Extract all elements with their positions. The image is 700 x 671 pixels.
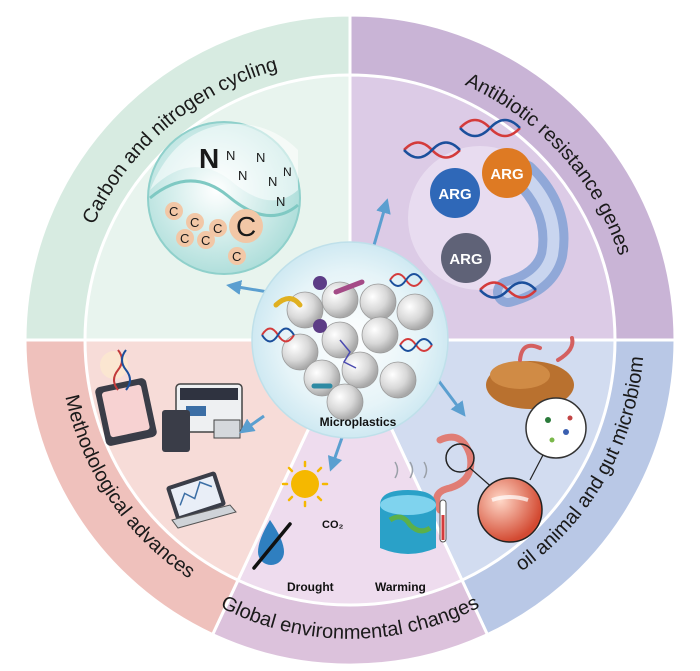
arrow-to-antibiotic — [370, 198, 391, 253]
virus-icon — [313, 276, 327, 290]
arg-label: ARG — [438, 186, 471, 203]
earthworm-icon — [433, 433, 475, 514]
arg-icon: ARG ARG ARG — [403, 118, 569, 307]
tablet-dna-icon — [95, 349, 157, 446]
sun-icon — [281, 460, 329, 508]
small-n-letter: N — [268, 174, 277, 189]
microbe-zoom-circle — [525, 397, 587, 459]
microplastic-particle — [321, 281, 359, 319]
microplastic-particle — [396, 293, 434, 331]
arrow-to-methodological — [239, 414, 265, 434]
small-c-letter: C — [232, 249, 241, 264]
small-c-letter: C — [201, 233, 210, 248]
lab-instrument-icon — [162, 383, 243, 452]
arg-circle-orange — [482, 148, 532, 198]
microplastic-particle — [326, 383, 364, 421]
small-n-letter: N — [256, 150, 265, 165]
co2-label: CO₂ — [322, 519, 344, 531]
small-c-letter: C — [213, 221, 222, 236]
arrow-to-carbon-nitrogen — [226, 280, 269, 295]
small-c-letter: C — [190, 215, 199, 230]
dna-helix-icon — [261, 273, 433, 352]
arg-circle-blue — [430, 168, 480, 218]
small-c-letter: C — [169, 204, 178, 219]
virus-icon — [313, 319, 327, 333]
center-label: Microplastics — [320, 415, 397, 429]
microplastic-particle — [379, 361, 417, 399]
microplastic-particle — [341, 351, 379, 389]
worm-icon — [518, 343, 542, 362]
carbon-circles — [165, 202, 263, 265]
water-drop-icon — [252, 520, 292, 570]
bacteria-icon — [333, 279, 365, 295]
arg-label: ARG — [449, 251, 482, 268]
arrow-to-soil-animal — [436, 379, 466, 417]
warming-label: Warming — [375, 580, 426, 594]
gut-cross-section — [477, 477, 543, 543]
small-c-letter: C — [180, 231, 189, 246]
microplastic-particle — [281, 333, 319, 371]
arg-label: ARG — [490, 166, 523, 183]
big-c-letter: C — [236, 211, 256, 242]
big-n-letter: N — [199, 143, 219, 174]
microplastic-particle — [359, 283, 397, 321]
soil-animal-icon — [433, 336, 587, 543]
small-n-letter: N — [226, 148, 235, 163]
small-n-letter: N — [238, 168, 247, 183]
microplastic-particle — [361, 316, 399, 354]
dna-helix-icon — [403, 118, 537, 299]
melting-globe-icon — [380, 461, 447, 554]
drought-label: Drought — [287, 580, 334, 594]
small-n-letter: N — [276, 194, 285, 209]
microplastics-center: Microplastics — [251, 241, 449, 439]
arg-circle-gray — [441, 233, 491, 283]
laptop-icon — [166, 471, 237, 529]
methodological-icons — [95, 349, 243, 529]
small-n-letter: N — [283, 165, 292, 179]
worm-icon — [556, 336, 575, 362]
global-change-icons: CO₂ Drought Warming — [252, 460, 447, 594]
carbon-nitrogen-icon: N N N N N N N C C C C C C C — [147, 121, 301, 275]
